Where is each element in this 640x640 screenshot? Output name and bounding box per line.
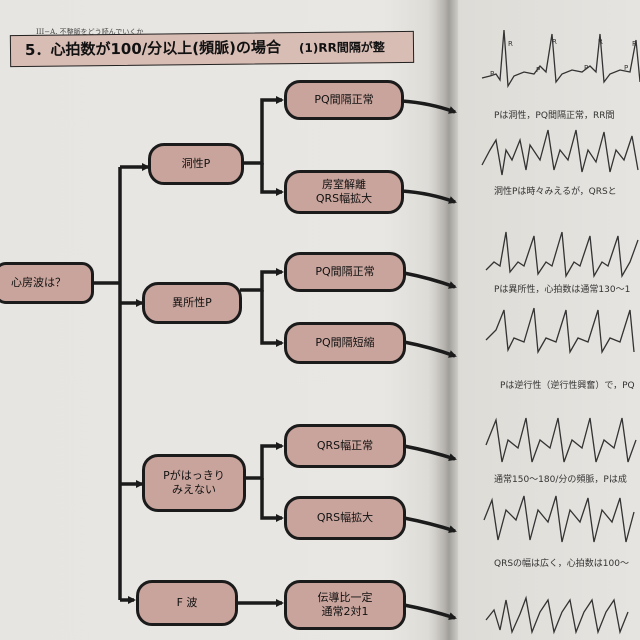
ecg-caption: Pは洞性，PQ間隔正常，RR間 — [494, 111, 615, 121]
ecg-strip-2 — [481, 129, 639, 176]
node-qrs-wide: QRS幅拡大 — [284, 496, 406, 540]
ecg-caption: Pは異所性，心拍数は通常130〜1 — [494, 285, 631, 295]
ecg-label-r: R — [632, 40, 637, 48]
ecg-label-p: P — [584, 64, 589, 72]
connector-leaf-5 — [403, 444, 457, 461]
connector-sinus-split-2 — [260, 163, 284, 196]
connector-leaf-6 — [403, 516, 457, 533]
node-sinus-pq-normal: PQ間隔正常 — [284, 80, 404, 120]
ecg-strip-6 — [483, 495, 635, 543]
ecg-label-p: P — [624, 64, 629, 72]
connector-leaf-3 — [403, 271, 457, 289]
node-p-unclear: Pがはっきり みえない — [142, 454, 246, 512]
ecg-strip-4 — [485, 307, 635, 355]
ecg-label-r: R — [552, 38, 557, 46]
connector-unclear-split — [244, 442, 284, 480]
connector-leaf-4 — [403, 340, 457, 358]
connector-sinus-split — [242, 96, 284, 165]
ecg-strip-5 — [485, 417, 637, 463]
node-root-atrial-wave: 心房波は？ — [0, 262, 94, 304]
ecg-caption: QRSの幅は広く，心拍数は100〜 — [494, 559, 629, 569]
ecg-label-p: P — [536, 66, 541, 74]
ecg-caption: 洞性Pは時々みえるが，QRSと — [494, 187, 617, 197]
ecg-strip-3 — [485, 231, 639, 279]
node-conduction-ratio: 伝導比一定 通常2対1 — [284, 580, 406, 630]
connector-leaf-7 — [403, 603, 457, 620]
ecg-caption: Pは逆行性（逆行性興奮）で，PQ — [500, 381, 635, 391]
connector-unclear-split-2 — [260, 478, 284, 522]
node-ectopic-pq-normal: PQ間隔正常 — [284, 252, 406, 292]
connector-leaf-1 — [401, 99, 457, 114]
ecg-label-r: R — [508, 40, 513, 48]
node-av-dissociation: 房室解離 QRS幅拡大 — [284, 170, 404, 214]
connector-ectopic-split-2 — [260, 290, 284, 347]
connector-leaf-2 — [401, 189, 457, 204]
node-qrs-normal: QRS幅正常 — [284, 424, 406, 468]
ecg-caption: 通常150〜180/分の頻脈，Pは成 — [494, 475, 627, 485]
node-sinus-p: 洞性P — [148, 143, 244, 185]
connector-ectopic-split — [240, 268, 284, 292]
ecg-label-p: P — [490, 70, 495, 78]
node-ectopic-p: 異所性P — [142, 282, 242, 324]
ecg-strip-7 — [485, 595, 629, 635]
breadcrumb: III−A. 不整脈をどう読んでいくか — [36, 28, 144, 36]
node-f-wave: F 波 — [136, 580, 238, 626]
node-ectopic-pq-short: PQ間隔短縮 — [284, 322, 406, 364]
ecg-label-r: R — [598, 38, 603, 46]
ecg-strip-1 — [481, 29, 640, 89]
